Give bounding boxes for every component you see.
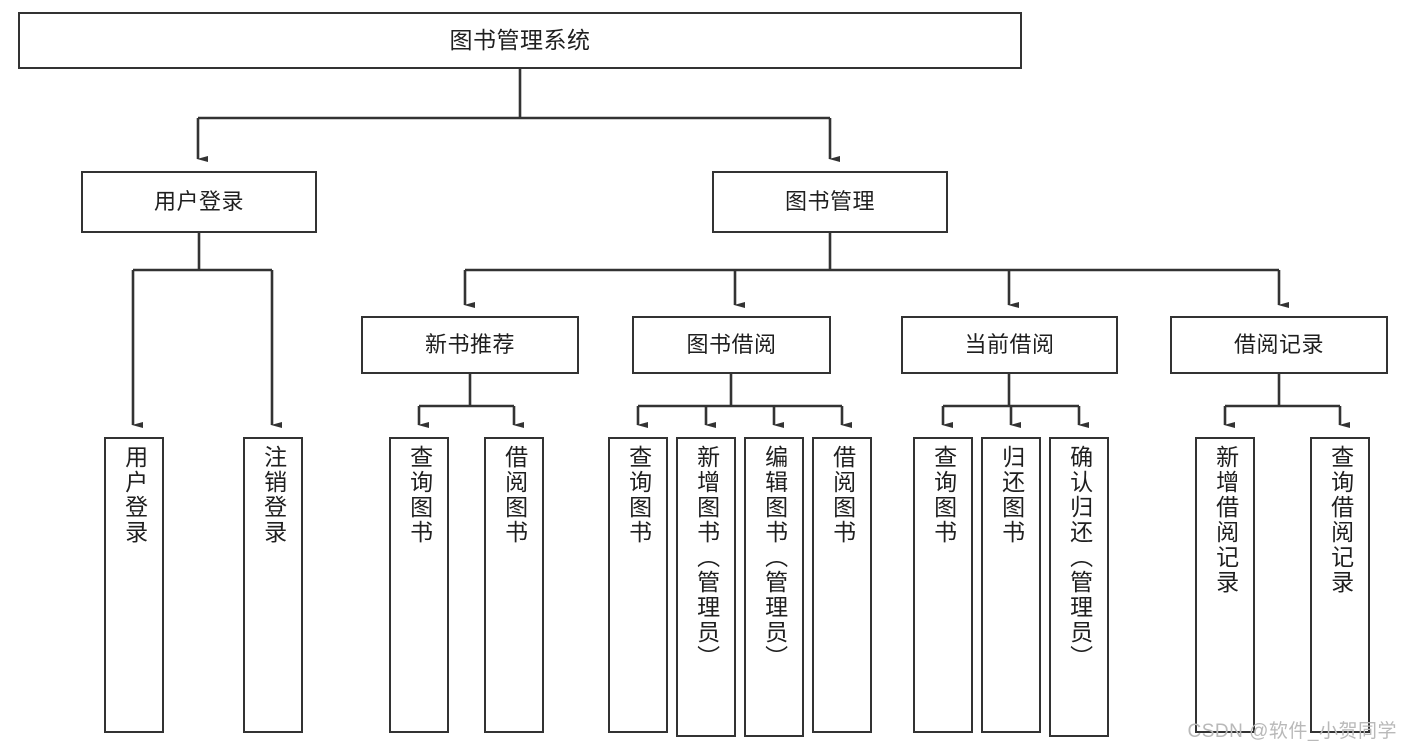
node-leaf-add-book-label: 新增图书（管理员） <box>693 445 720 670</box>
node-leaf-return-book[interactable]: 归还图书 <box>981 437 1041 733</box>
node-new-book-rec-label: 新书推荐 <box>424 332 515 358</box>
node-leaf-borrow-book-1-label: 借阅图书 <box>501 445 528 545</box>
node-leaf-confirm-return-label: 确认归还（管理员） <box>1066 445 1093 670</box>
node-book-borrow-label: 图书借阅 <box>686 332 777 358</box>
node-leaf-add-record[interactable]: 新增借阅记录 <box>1195 437 1255 733</box>
node-current-borrow-label: 当前借阅 <box>964 332 1055 358</box>
node-root-label: 图书管理系统 <box>449 26 591 53</box>
node-leaf-add-book[interactable]: 新增图书（管理员） <box>676 437 736 737</box>
node-leaf-query-book-2[interactable]: 查询图书 <box>608 437 668 733</box>
node-leaf-query-book-3-label: 查询图书 <box>930 445 957 545</box>
node-leaf-query-book-3[interactable]: 查询图书 <box>913 437 973 733</box>
node-leaf-user-logout[interactable]: 注销登录 <box>243 437 303 733</box>
node-leaf-query-book-1[interactable]: 查询图书 <box>389 437 449 733</box>
node-leaf-query-book-1-label: 查询图书 <box>406 445 433 545</box>
node-leaf-edit-book[interactable]: 编辑图书（管理员） <box>744 437 804 737</box>
node-leaf-add-record-label: 新增借阅记录 <box>1212 445 1239 595</box>
node-new-book-rec[interactable]: 新书推荐 <box>361 316 579 374</box>
node-user-login-label: 用户登录 <box>153 189 244 215</box>
node-leaf-borrow-book-2[interactable]: 借阅图书 <box>812 437 872 733</box>
node-user-login[interactable]: 用户登录 <box>81 171 317 233</box>
node-leaf-user-login[interactable]: 用户登录 <box>104 437 164 733</box>
node-book-manage-label: 图书管理 <box>784 189 875 215</box>
node-leaf-user-login-label: 用户登录 <box>121 445 148 545</box>
node-borrow-record-label: 借阅记录 <box>1233 332 1324 358</box>
node-leaf-return-book-label: 归还图书 <box>998 445 1025 545</box>
node-borrow-record[interactable]: 借阅记录 <box>1170 316 1388 374</box>
node-leaf-user-logout-label: 注销登录 <box>260 445 287 545</box>
node-root[interactable]: 图书管理系统 <box>18 12 1022 69</box>
node-leaf-query-book-2-label: 查询图书 <box>625 445 652 545</box>
node-leaf-borrow-book-2-label: 借阅图书 <box>829 445 856 545</box>
node-book-manage[interactable]: 图书管理 <box>712 171 948 233</box>
node-leaf-confirm-return[interactable]: 确认归还（管理员） <box>1049 437 1109 737</box>
node-current-borrow[interactable]: 当前借阅 <box>901 316 1118 374</box>
node-leaf-borrow-book-1[interactable]: 借阅图书 <box>484 437 544 733</box>
watermark: CSDN @软件_小贺同学 <box>1187 721 1397 742</box>
node-leaf-query-record[interactable]: 查询借阅记录 <box>1310 437 1370 733</box>
node-leaf-query-record-label: 查询借阅记录 <box>1327 445 1354 595</box>
node-book-borrow[interactable]: 图书借阅 <box>632 316 831 374</box>
node-leaf-edit-book-label: 编辑图书（管理员） <box>761 445 788 670</box>
